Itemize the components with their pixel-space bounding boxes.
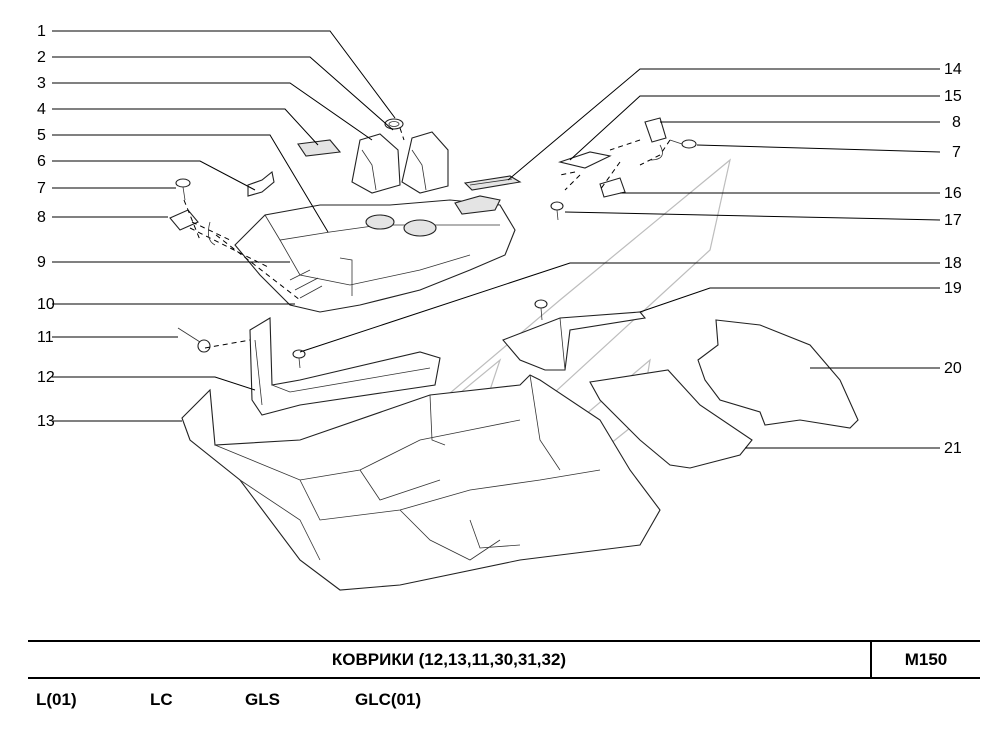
callout-label: 17 xyxy=(944,212,962,229)
clip-right xyxy=(644,117,667,143)
side-trim-panel xyxy=(249,317,441,416)
clip-left xyxy=(169,209,199,231)
push-clip-lower xyxy=(292,349,306,369)
clip-ring xyxy=(384,118,404,130)
callout-label: 14 xyxy=(944,61,962,78)
assembly-lines xyxy=(183,127,671,349)
center-console xyxy=(234,195,516,313)
callout-label: 19 xyxy=(944,280,962,297)
callout-label: 20 xyxy=(944,360,962,377)
callout-label: 16 xyxy=(944,185,962,202)
callout-label: 21 xyxy=(944,440,962,457)
tunnel-trim xyxy=(502,311,647,371)
callout-label: 7 xyxy=(952,144,961,161)
title-divider xyxy=(870,642,872,677)
callout-label: 4 xyxy=(37,101,46,118)
variant-label: GLC(01) xyxy=(355,690,422,709)
rubber-strip xyxy=(463,175,522,191)
leader-lines xyxy=(52,30,941,449)
callout-label: 3 xyxy=(37,75,46,92)
rear-mat xyxy=(697,319,859,429)
front-mat xyxy=(589,369,753,469)
variant-label: LC xyxy=(150,690,173,709)
screw-right xyxy=(669,139,697,149)
variant-label: L(01) xyxy=(36,690,77,709)
callout-label: 10 xyxy=(37,296,55,313)
callout-label: 8 xyxy=(37,209,46,226)
bracket-set xyxy=(558,151,626,198)
callout-label: 2 xyxy=(37,49,46,66)
callout-label: 6 xyxy=(37,153,46,170)
callout-label: 12 xyxy=(37,369,55,386)
bracket xyxy=(247,171,275,197)
callout-label: 11 xyxy=(37,329,54,346)
callout-label: 5 xyxy=(37,127,46,144)
callout-label: 9 xyxy=(37,254,46,271)
bolt xyxy=(550,201,564,221)
gear-boot-covers xyxy=(351,131,449,194)
callout-label: 8 xyxy=(952,114,961,131)
push-clip-upper xyxy=(534,299,548,321)
callout-label: 15 xyxy=(944,88,962,105)
callout-label: 7 xyxy=(37,180,46,197)
screw-left xyxy=(175,178,191,201)
floor-carpet xyxy=(181,374,661,591)
variant-label: GLS xyxy=(245,690,280,709)
callouts-left: 1 2 3 4 5 6 7 8 9 10 11 12 13 xyxy=(37,23,55,430)
section-title: КОВРИКИ (12,13,11,30,31,32) xyxy=(331,650,567,669)
callout-label: 1 xyxy=(37,23,46,40)
callout-label: 13 xyxy=(37,413,55,430)
screw-washer xyxy=(177,327,211,353)
callout-label: 18 xyxy=(944,255,962,272)
page-code: M150 xyxy=(904,650,948,669)
title-block: КОВРИКИ (12,13,11,30,31,32) M150 xyxy=(28,640,980,679)
callouts-right: 14 15 8 7 16 17 18 19 20 21 xyxy=(944,61,962,457)
pad xyxy=(297,139,342,157)
